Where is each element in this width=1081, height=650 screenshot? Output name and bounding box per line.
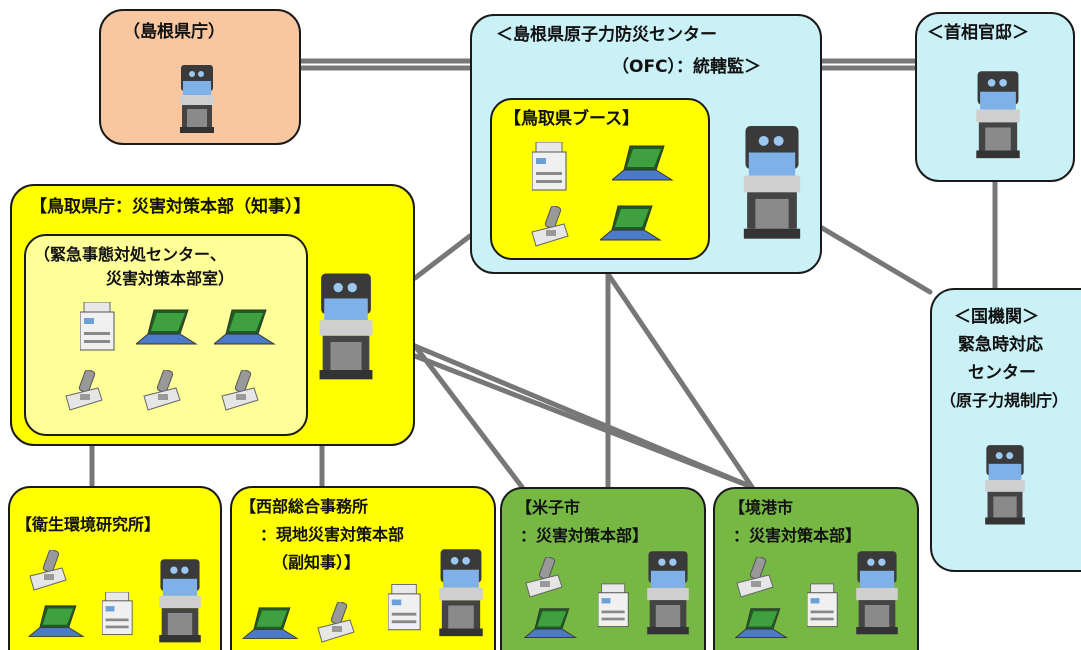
laptop-icon [214,309,276,345]
national-line4: （原子力規制庁） [940,391,1069,410]
telephone-icon [317,602,355,643]
western-line1: 【西部総合事務所 [240,497,369,516]
link-shimane-ofc [298,58,473,71]
tottori-booth-label: 【鳥取県ブース】 [504,109,640,129]
tv-conference-terminal-icon [976,71,1020,159]
fax-machine-icon [598,583,629,627]
telephone-icon [143,370,181,411]
telephone-icon [29,550,67,591]
national-line1: ＜国機関＞ [954,307,1039,327]
link-ofc-tottori [412,233,473,281]
laptop-icon [28,605,85,637]
tottori-hq-node: 【鳥取県庁：災害対策本部（知事）】 （緊急事態対処センター、 災害対策本部室） [10,184,415,446]
ofc-title-line1: ＜島根県原子力防災センター [496,25,717,45]
tv-conference-terminal-icon [439,549,483,637]
telephone-icon [736,557,774,598]
health-lab-node: 【衛生環境研究所】 [8,486,222,650]
sakaiminato-line2: ：災害対策本部】 [733,526,862,545]
telephone-icon [65,370,103,411]
western-line2: ：現地災害対策本部 [260,525,405,544]
link-ofc-sakaiminato [605,271,755,490]
link-tottori-sakaiminato-2 [412,353,755,490]
emergency-center-line1: （緊急事態対処センター、 [34,245,226,264]
western-office-node: 【西部総合事務所 ：現地災害対策本部 （副知事）】 [230,486,496,650]
laptop-icon [136,309,198,345]
tv-conference-terminal-icon [985,445,1025,525]
laptop-icon [524,608,578,639]
tottori-booth: 【鳥取県ブース】 [490,98,710,260]
emergency-center-line2: 災害対策本部室） [106,269,235,288]
laptop-icon [735,608,789,639]
telephone-icon [525,557,563,598]
national-line2: 緊急時対応 [958,335,1043,355]
health-lab-label: 【衛生環境研究所】 [16,515,161,534]
tv-conference-terminal-icon [647,551,689,635]
telephone-icon [531,206,569,247]
emergency-center: （緊急事態対処センター、 災害対策本部室） [24,234,308,436]
fax-machine-icon [807,583,838,627]
yonago-line2: ：災害対策本部】 [520,526,649,545]
pm-office-label: ＜首相官邸＞ [927,23,1029,43]
western-line3: （副知事）】 [272,553,361,572]
ofc-title-line2: （OFC）：統轄監＞ [612,57,762,77]
ofc-node: ＜島根県原子力防災センター （OFC）：統轄監＞ 【鳥取県ブース】 [470,14,822,274]
yonago-node: 【米子市 ：災害対策本部】 [500,487,706,650]
fax-machine-icon [102,592,133,635]
shimane-pref-label: （島根県庁） [123,22,225,42]
laptop-icon [600,205,662,241]
tv-conference-terminal-icon [159,559,201,643]
tv-conference-terminal-icon [319,273,373,380]
link-ofc-national [819,225,933,295]
tv-conference-terminal-icon [180,65,214,133]
sakaiminato-node: 【境港市 ：災害対策本部】 [713,487,919,650]
pm-office-node: ＜首相官邸＞ [915,12,1075,182]
laptop-icon [242,607,299,639]
tv-conference-terminal-icon [743,126,801,239]
yonago-line1: 【米子市 [516,498,581,517]
laptop-icon [612,145,674,181]
fax-machine-icon [80,302,115,351]
tottori-hq-title: 【鳥取県庁：災害対策本部（知事）】 [30,197,311,217]
link-tottori-yonago [412,343,525,490]
national-line3: センター [968,363,1036,383]
link-ofc-pm [818,58,918,71]
tv-conference-terminal-icon [856,551,898,635]
fax-machine-icon [388,584,421,631]
telephone-icon [221,370,259,411]
national-agency-node: ＜国機関＞ 緊急時対応 センター （原子力規制庁） [930,288,1081,572]
fax-machine-icon [532,142,567,191]
shimane-pref-node: （島根県庁） [99,9,301,145]
sakaiminato-line1: 【境港市 [729,498,794,517]
